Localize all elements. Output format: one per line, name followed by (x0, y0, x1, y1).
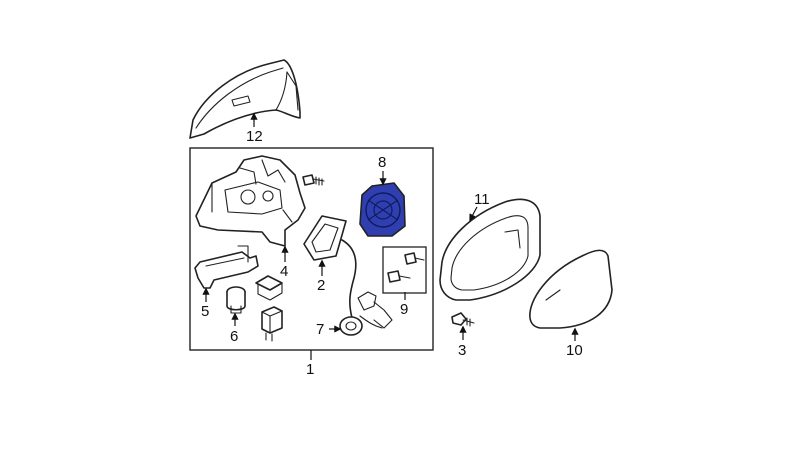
part-3-screw[interactable] (451, 312, 475, 327)
callout-3: 3 (458, 342, 466, 359)
callout-8: 8 (378, 154, 386, 171)
callout-2: 2 (317, 277, 325, 294)
housing-screw[interactable] (302, 174, 325, 186)
callout-10: 10 (566, 342, 583, 359)
mounting-clip[interactable] (255, 275, 283, 301)
part-5-bracket[interactable] (194, 245, 259, 289)
part-2-gasket[interactable] (303, 215, 347, 261)
callout-6: 6 (230, 328, 238, 345)
callout-7: 7 (316, 321, 324, 338)
callout-9: 9 (400, 301, 408, 318)
leader-lines (202, 112, 579, 360)
callout-1: 1 (306, 361, 314, 378)
part-9-screws[interactable] (382, 246, 427, 294)
callout-4: 4 (280, 263, 288, 280)
part-10-mirror-glass[interactable] (529, 249, 613, 329)
part-12-mirror-cap[interactable] (189, 59, 301, 139)
callout-11: 11 (474, 191, 490, 208)
callout-5: 5 (201, 303, 209, 320)
part-6-heater-module[interactable] (226, 286, 246, 314)
part-11-glass-backing[interactable] (439, 198, 541, 301)
callout-12: 12 (246, 128, 263, 145)
part-8-actuator-motor[interactable] (359, 182, 406, 237)
part-4-mirror-housing[interactable] (195, 155, 306, 247)
part-7-harness[interactable] (339, 239, 393, 336)
wiring-connector[interactable] (261, 306, 283, 342)
